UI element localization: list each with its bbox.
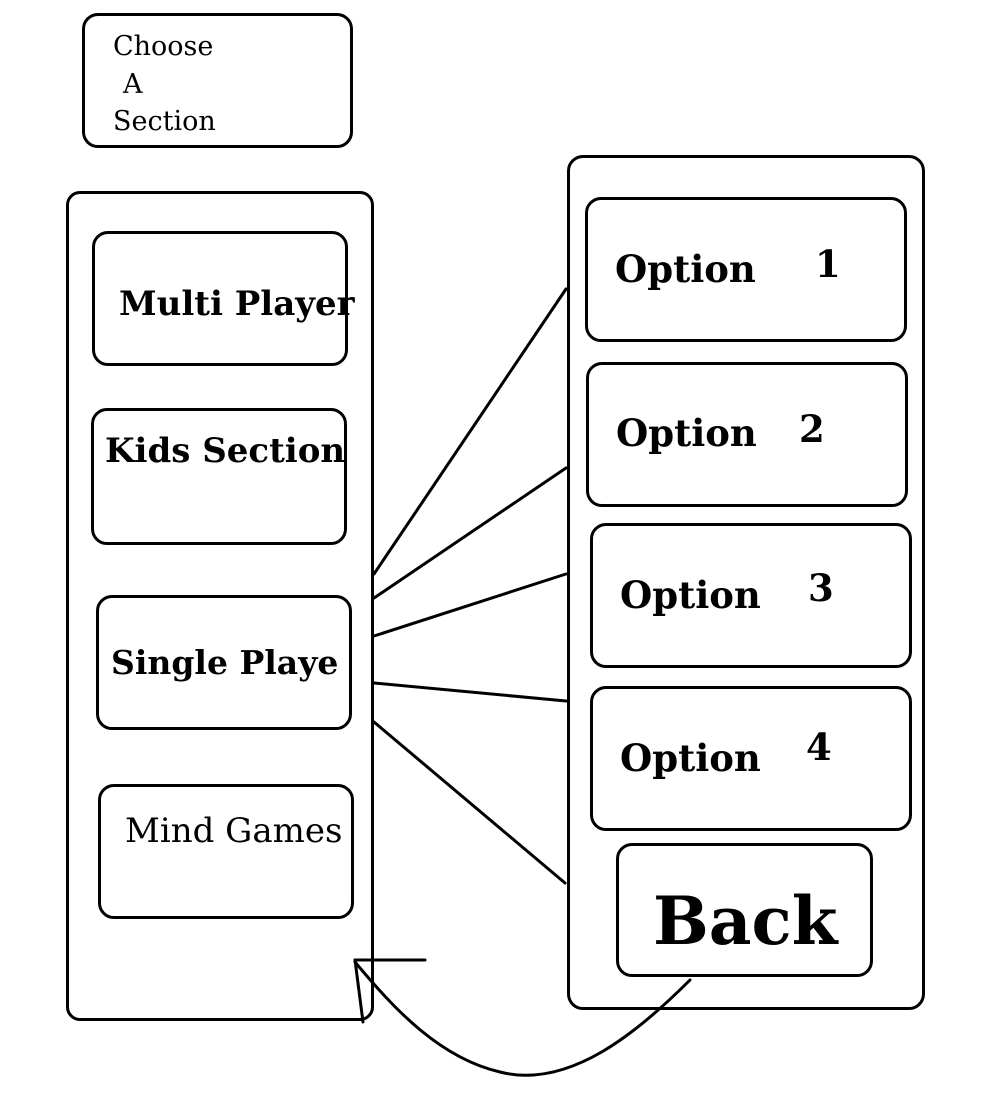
kids-section-label: Kids Section — [105, 431, 346, 471]
multi-player-button[interactable]: Multi Player — [92, 231, 355, 366]
option-4-word: Option — [620, 736, 761, 780]
option-2-button[interactable]: Option 2 — [586, 362, 908, 507]
multi-player-label: Multi Player — [119, 284, 355, 324]
option-3-button[interactable]: Option 3 — [590, 523, 912, 668]
mind-games-label: Mind Games — [125, 811, 343, 851]
option-1-button[interactable]: Option 1 — [585, 197, 907, 342]
single-player-label: Single Playe — [111, 643, 339, 682]
option-2-number: 2 — [799, 407, 825, 451]
option-4-number: 4 — [806, 725, 832, 769]
title-box: Choose A Section — [82, 13, 353, 148]
title-line-1: Choose — [113, 31, 214, 62]
option-4-button[interactable]: Option 4 — [590, 686, 912, 831]
option-2-word: Option — [616, 411, 757, 455]
back-button[interactable]: Back — [616, 843, 873, 977]
title-line-2: A — [123, 69, 143, 100]
connector-line-back — [372, 720, 567, 885]
option-3-number: 3 — [808, 566, 834, 610]
connector-line-option-3 — [372, 572, 568, 638]
single-player-button[interactable]: Single Playe — [96, 595, 352, 730]
connector-line-option-4 — [372, 681, 568, 703]
connector-line-option-2 — [372, 466, 568, 600]
back-label: Back — [653, 882, 838, 960]
kids-section-button[interactable]: Kids Section — [91, 408, 347, 545]
option-3-word: Option — [620, 573, 761, 617]
connector-line-option-1 — [372, 287, 568, 576]
title-line-3: Section — [113, 106, 216, 137]
option-1-number: 1 — [815, 242, 841, 286]
mind-games-button[interactable]: Mind Games — [98, 784, 354, 919]
option-1-word: Option — [615, 247, 756, 291]
